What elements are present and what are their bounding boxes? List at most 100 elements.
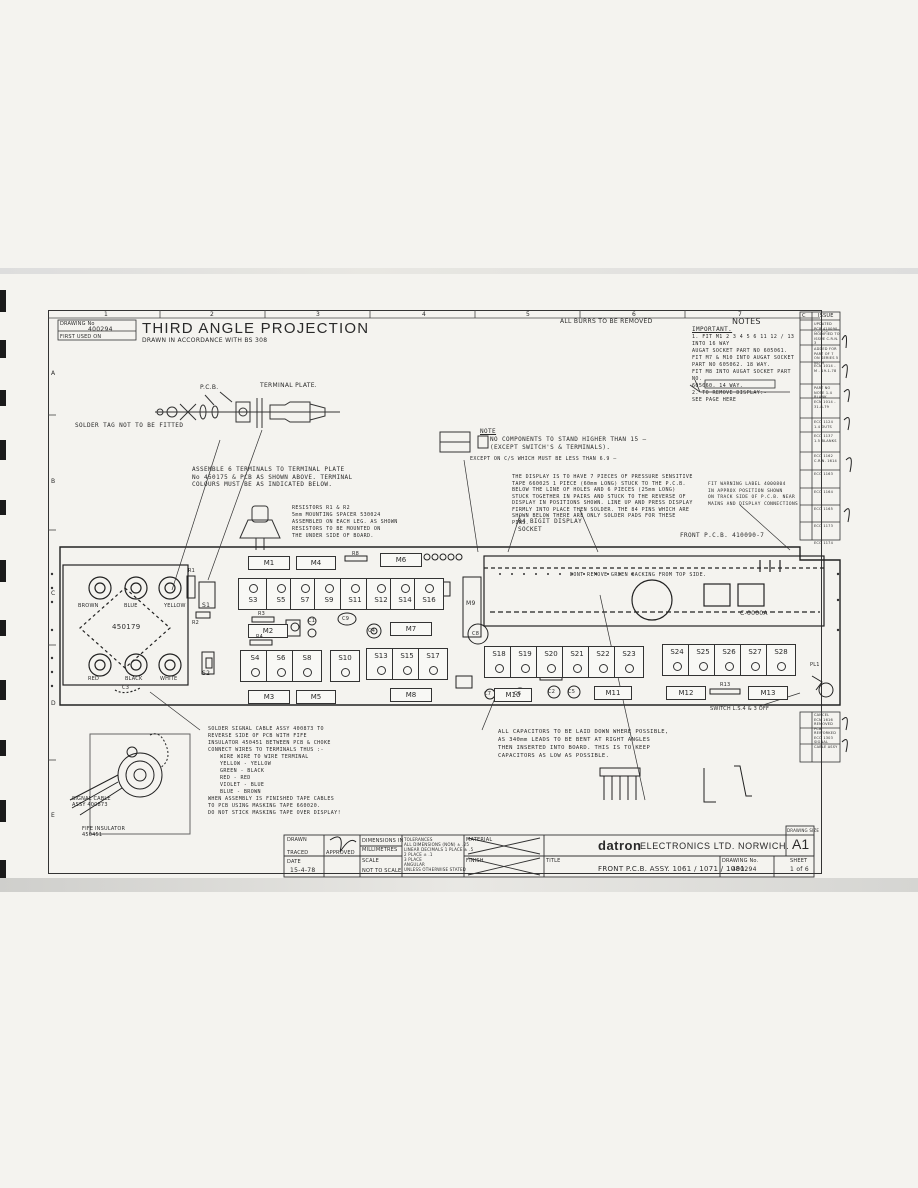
revision-row: ECO 1124 1.4 OUTS [814, 420, 834, 429]
scan-mark [0, 560, 6, 582]
module-m5: M5 [296, 690, 336, 704]
wiring-line: INSULATOR 450451 BETWEEN PCB & CHOKE [208, 740, 331, 746]
scan-mark [0, 860, 6, 878]
assembly-title: FRONT P.C.B. ASSY. 1061 / 1071 / 1081. [598, 865, 748, 873]
terminal-yellow: YELLOW [164, 603, 186, 609]
revision-row: ECO 1137 1.5 BLANKS [814, 434, 837, 443]
module-m13: M13 [748, 686, 788, 700]
display-note-line: TAPE 660025 1 PIECE (60mm LONG) STUCK TO… [512, 480, 686, 487]
module-m4: M4 [296, 556, 336, 570]
cap-c9-label: C9 [342, 616, 350, 622]
cap-c2-label: C2 [548, 689, 556, 695]
scan-mark [0, 740, 6, 756]
scan-mark [0, 620, 6, 636]
wiring-note: SOLDER SIGNAL CABLE ASSY 400873 TO REVER… [208, 726, 341, 817]
display-socket-label-2: SOCKET [518, 526, 543, 533]
tolerance-line: UNLESS OTHERWISE STATED [404, 867, 466, 872]
terminal-plate-label: TERMINAL PLATE. [260, 382, 318, 389]
date-value: 15-4-78 [290, 867, 316, 874]
grid-col-3: 3 [316, 311, 321, 318]
sheet-label: SHEET [790, 858, 808, 864]
switch-s15: S15 [392, 648, 422, 680]
notes-body: 1. FIT M1 2 3 4 5 6 11 12 / 13 INTO 16 W… [692, 334, 800, 404]
note-line: FIT M8 INTO AUGAT SOCKET PART NO. [692, 369, 791, 382]
tolerance-line: TOLERANCES [404, 837, 433, 842]
component-note-line1: NO COMPONENTS TO STAND HIGHER THAN 15 — [490, 436, 647, 443]
note-line: FIT M7 & M10 INTO AUGAT SOCKET [692, 355, 795, 361]
side-revision-row: CANCEL [814, 713, 830, 717]
warning-label-note: FIT WARNING LABEL 4000804 IN APPROX POSI… [708, 482, 798, 508]
warning-line: MAINS AND DISPLAY CONNECTIONS [708, 501, 799, 507]
tolerance-line: LINEAR DECIMALS 1 PLACE ± .5 [404, 847, 474, 852]
capacitor-line: CAPACITORS AS LOW AS POSSIBLE. [498, 753, 610, 759]
module-m9: M9 [466, 600, 476, 607]
plug-pl1-label: PL1 [810, 662, 820, 668]
terminal-blue: BLUE [124, 603, 138, 609]
switch-s16: S16 [414, 578, 444, 610]
switch-s8: S8 [292, 650, 322, 682]
module-m8: M8 [390, 688, 432, 702]
sheet-value: 1 of 6 [790, 866, 810, 873]
scan-noise-bottom [0, 878, 918, 892]
traced-label: TRACED [287, 850, 309, 856]
capacitor-line: THEN INSERTED INTO BOARD. THIS IS TO KEE… [498, 745, 651, 751]
switch-s28: S28 [766, 644, 796, 676]
switch-s19: S19 [510, 646, 540, 678]
dimensions-label: DIMENSIONS IN [362, 838, 404, 844]
revision-row: ECN 1014 - M - 19-1-78 [814, 364, 837, 373]
note-line: 605060. 14 WAY. [692, 383, 744, 389]
switch-s23: S23 [614, 646, 644, 678]
tolerance-line: 2 PLACE ± .1 [404, 852, 433, 857]
display-note: THE DISPLAY IS TO HAVE 7 PIECES OF PRESS… [512, 474, 693, 526]
cap-c8-label: C8 [472, 631, 480, 637]
revision-row: ECO 1163 [814, 472, 834, 476]
pcb-part-label: FRONT P.C.B. 410090-7 [680, 532, 765, 539]
projection-title: THIRD ANGLE PROJECTION [142, 320, 370, 337]
wiring-line: BLUE - BROWN [220, 789, 261, 795]
assembly-line: ASSEMBLE 6 TERMINALS TO TERMINAL PLATE [192, 466, 345, 473]
note-line: 1. FIT M1 2 3 4 5 6 11 12 / 13 INTO 16 W… [692, 334, 795, 347]
capacitor-line: ALL CAPACITORS TO BE LAID DOWN WHERE POS… [498, 729, 669, 735]
resistor-line: 5mm MOUNTING SPACER 530024 [292, 512, 381, 518]
scan-mark [0, 800, 6, 822]
component-note-line3: EXCEPT ON C/S WHICH MUST BE LESS THAN 6.… [470, 456, 617, 462]
note-line: 2. TO REMOVE DISPLAY:- [692, 390, 768, 396]
warning-line: IN APPROX POSITION SHOWN [708, 488, 783, 494]
resistor-line: ASSEMBLED ON EACH LEG. AS SHOWN [292, 519, 398, 525]
assembly-instructions: ASSEMBLE 6 TERMINALS TO TERMINAL PLATE N… [192, 466, 353, 489]
resistor-r1-label: R1 [188, 568, 196, 574]
drawing-number-label: DRAWING No [60, 321, 95, 327]
terminal-white: WHITE [160, 676, 178, 682]
wiring-line: GREEN - BLACK [220, 768, 265, 774]
display-note-line: BELOW THE LINE OF HOLES AND 6 PIECES (25… [512, 487, 676, 493]
wiring-line: CONNECT WIRES TO TERMINALS THUS :- [208, 747, 324, 753]
side-revision-row: REMOVED PCB [814, 722, 834, 731]
revision-rows: UPDATED PCB 410090-6/6 ALT MODIFIED TO I… [814, 322, 840, 555]
wiring-line: DO NOT STICK MASKING TAPE OVER DISPLAY! [208, 810, 341, 816]
side-revision-row: REWORKED [814, 731, 837, 735]
module-m3: M3 [248, 690, 290, 704]
cap-c3-label: C3 [122, 685, 130, 691]
assembly-line: No 450175 & PCB AS SHOWN ABOVE. TERMINAL [192, 473, 353, 481]
resistor-r4-label: R4 [256, 634, 264, 640]
notes-important: IMPORTANT. [692, 326, 733, 333]
resistor-r3-label: R3 [258, 611, 266, 617]
note-line: SEE PAGE HERE [692, 397, 737, 403]
wiring-line: WHEN ASSEMBLY IS FINISHED TAPE CABLES [208, 796, 335, 802]
wiring-line: YELLOW - YELLOW [220, 761, 272, 767]
switch-s13: S13 [366, 648, 396, 680]
scan-mark [0, 340, 6, 358]
switch-s27: S27 [740, 644, 770, 676]
switch-s4: S4 [240, 650, 270, 682]
scan-mark [0, 680, 6, 700]
note-line: AUGAT SOCKET PART NO 605061. [692, 348, 788, 354]
resistor-line: THE UNDER SIDE OF BOARD. [292, 533, 374, 539]
scan-mark [0, 390, 6, 406]
display-note-line: DISPLAY IN POSITIONS SHOWN. LINE UP AND … [512, 500, 693, 506]
module-m2: M2 [248, 624, 288, 638]
terminal-brown: BROWN [78, 603, 99, 609]
module-m12: M12 [666, 686, 706, 700]
terminal-red: RED [88, 676, 100, 682]
projection-subtitle: DRAWN IN ACCORDANCE WITH BS 308 [142, 337, 268, 344]
